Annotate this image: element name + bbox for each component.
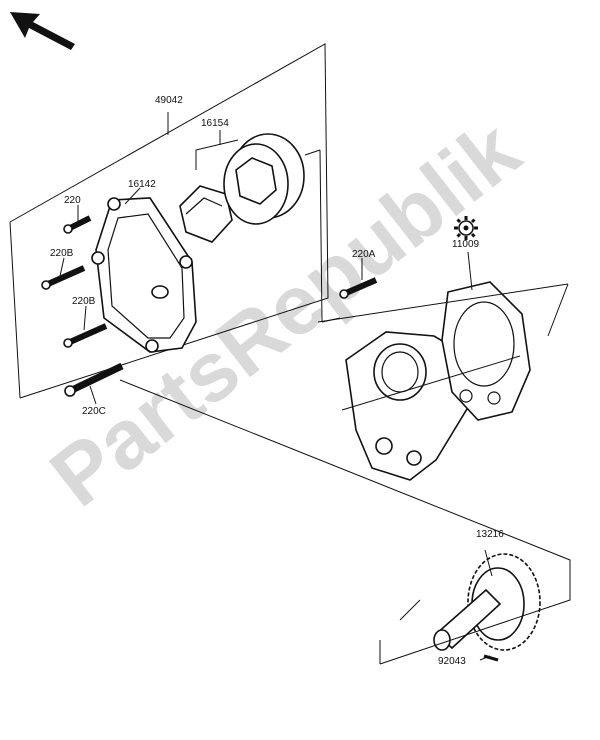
- label-16154: 16154: [201, 118, 229, 129]
- pump-bracket: [317, 251, 569, 411]
- drive-gear: [433, 549, 541, 662]
- inner-rotor: [179, 185, 233, 243]
- label-92043: 92043: [438, 656, 466, 667]
- gear-logo-icon: [454, 216, 478, 240]
- screw-220: [63, 215, 92, 234]
- label-220c: 220C: [82, 406, 106, 417]
- screw-220c: [64, 362, 124, 397]
- label-220b-lower: 220B: [72, 296, 96, 307]
- leader-220b-lower: [83, 305, 87, 331]
- leader-92043: [479, 655, 491, 661]
- label-220a: 220A: [352, 249, 376, 260]
- leader-220b-upper: [59, 257, 65, 277]
- pump-body: [345, 331, 471, 481]
- label-220: 220: [64, 195, 81, 206]
- label-16142: 16142: [128, 179, 156, 190]
- gasket: [441, 281, 531, 421]
- direction-arrow-icon: [10, 12, 75, 50]
- label-220b-upper: 220B: [50, 248, 74, 259]
- screw-220b-upper: [41, 265, 86, 290]
- label-11009: 11009: [452, 239, 480, 250]
- screw-220b-lower: [63, 323, 108, 348]
- label-13216: 13216: [476, 529, 504, 540]
- pump-cover: [91, 187, 197, 353]
- leader-220c: [89, 385, 97, 405]
- rotor-bracket: [195, 130, 239, 170]
- screw-220a: [339, 277, 378, 299]
- outer-rotor: [223, 133, 305, 225]
- label-49042: 49042: [155, 95, 183, 106]
- gear-bracket: [119, 379, 571, 665]
